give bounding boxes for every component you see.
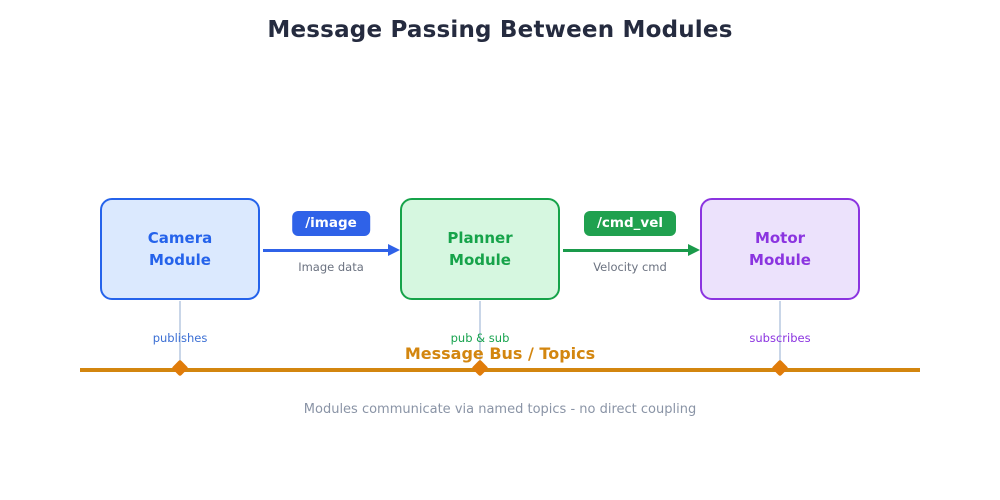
module-box-planner[interactable]: Planner Module	[400, 198, 560, 300]
topic-badge-cmd-vel[interactable]: /cmd_vel	[584, 211, 676, 236]
arrow-shaft	[563, 249, 690, 252]
footer-note: Modules communicate via named topics - n…	[303, 402, 697, 417]
role-label-camera: publishes	[152, 331, 208, 345]
flow-caption-cmd-vel: Velocity cmd	[593, 260, 667, 274]
bus-connector-camera	[179, 301, 181, 370]
flow-arrow-image	[263, 244, 400, 256]
arrow-head-icon	[388, 244, 400, 256]
bus-connector-planner	[479, 301, 481, 370]
arrow-head-icon	[688, 244, 700, 256]
bus-connector-motor	[779, 301, 781, 370]
arrow-shaft	[263, 249, 390, 252]
topic-badge-image[interactable]: /image	[292, 211, 370, 236]
role-label-motor: subscribes	[749, 331, 811, 345]
role-label-planner: pub & sub	[450, 331, 510, 345]
module-name-line1: Camera	[147, 228, 213, 247]
module-name-line1: Motor	[754, 228, 806, 247]
module-box-motor[interactable]: Motor Module	[700, 198, 860, 300]
message-bus-label: Message Bus / Topics	[404, 344, 596, 363]
message-bus-line	[80, 368, 920, 372]
module-name-line2: Module	[749, 251, 811, 269]
page-title: Message Passing Between Modules	[267, 17, 733, 43]
module-name-line2: Module	[149, 251, 211, 269]
module-name-line2: Module	[449, 251, 511, 269]
module-box-camera[interactable]: Camera Module	[100, 198, 260, 300]
flow-caption-image: Image data	[298, 260, 364, 274]
module-name-line1: Planner	[447, 228, 513, 247]
flow-arrow-cmd-vel	[563, 244, 700, 256]
